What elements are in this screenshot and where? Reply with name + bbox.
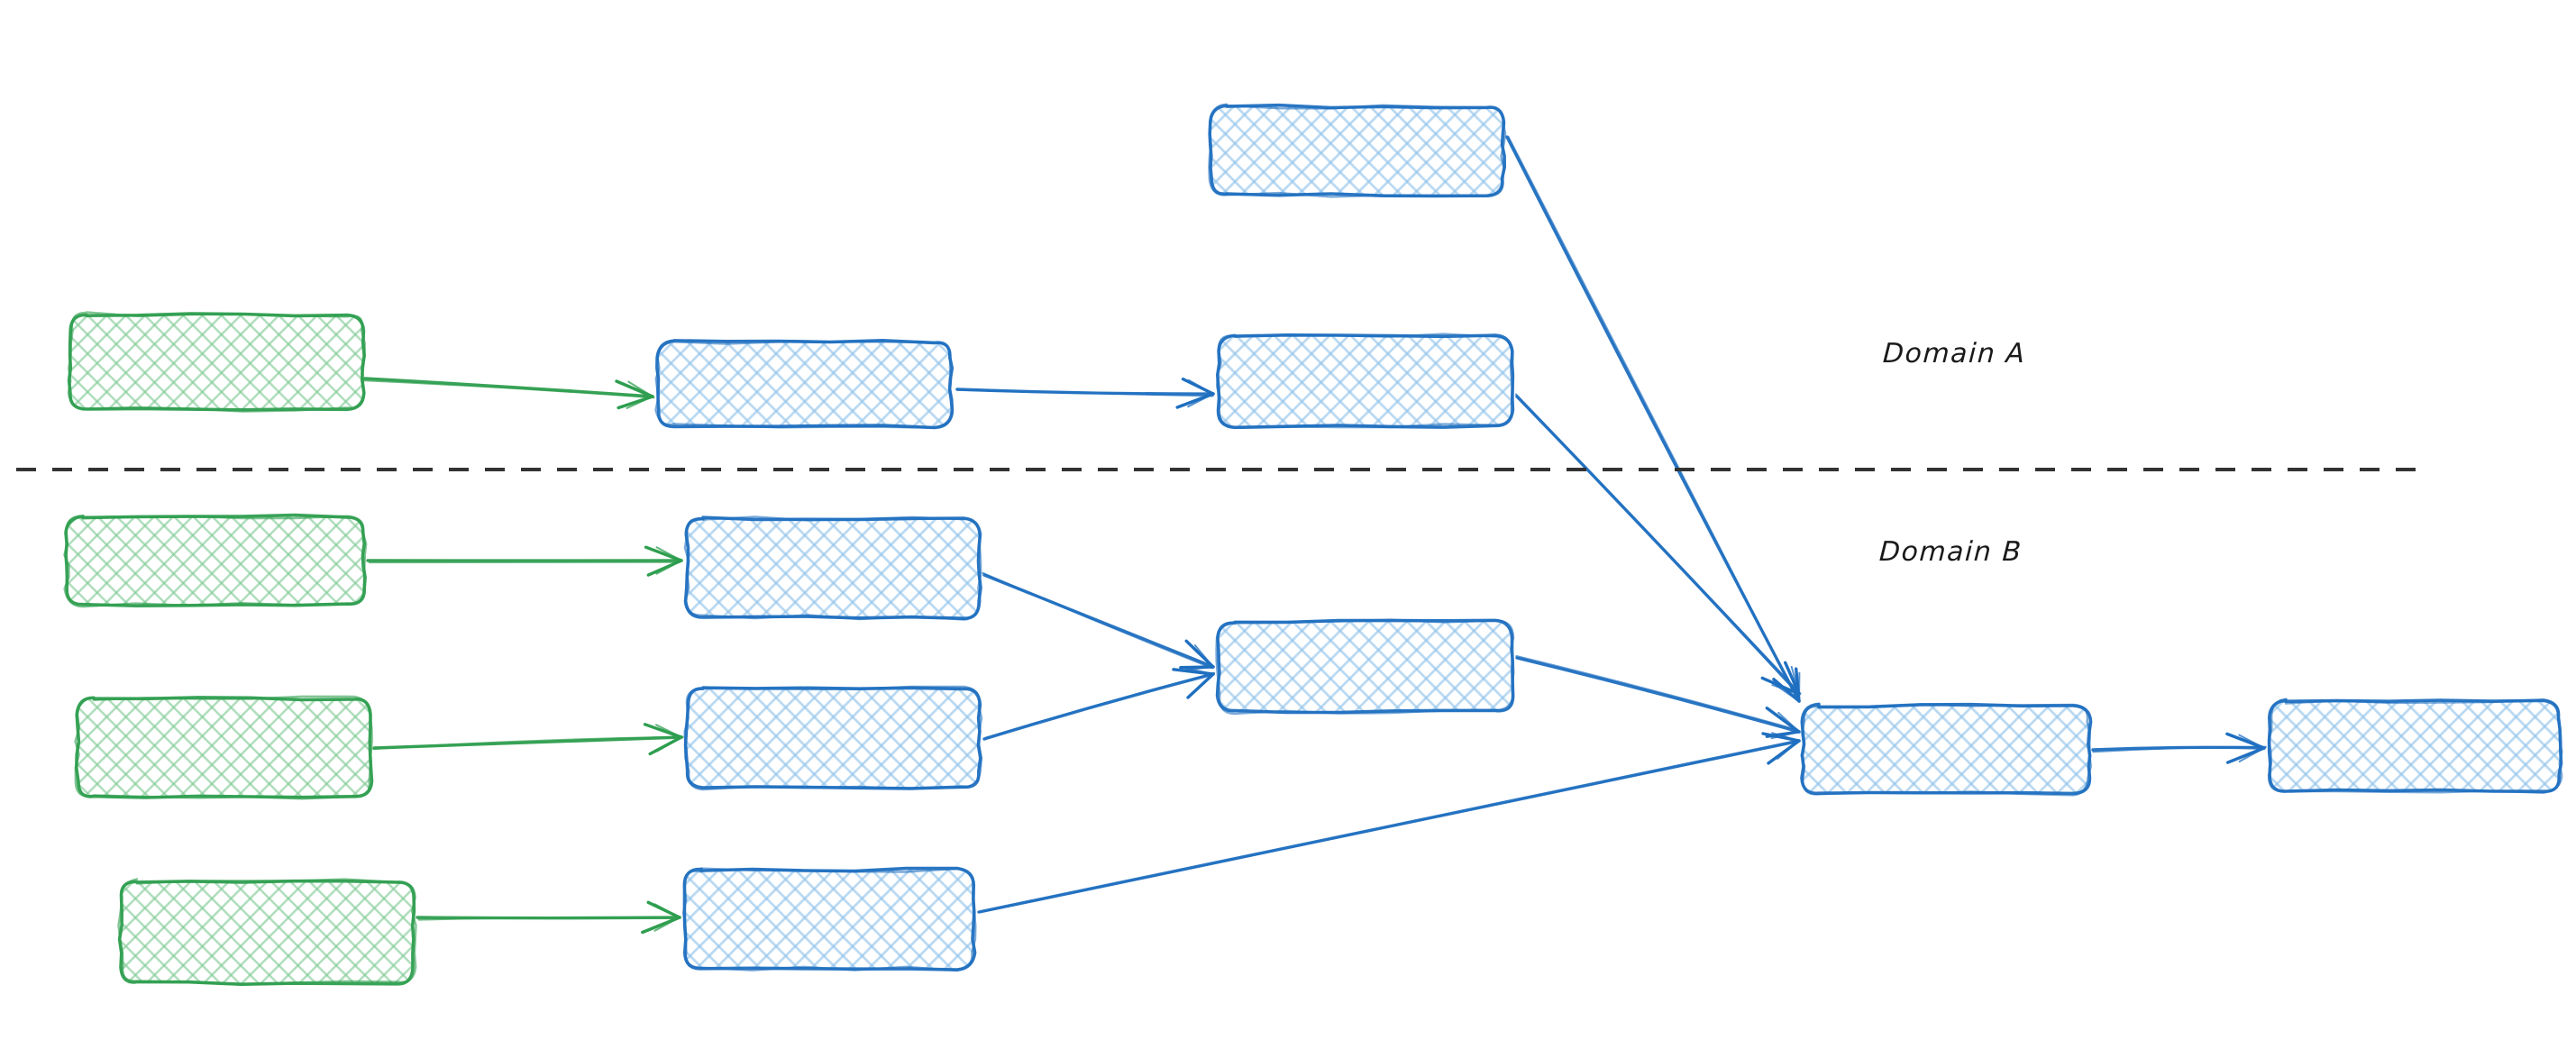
node-a-mid-blue[interactable] bbox=[654, 339, 955, 430]
domain-a-label: Domain A bbox=[1882, 338, 2027, 369]
edge-e12-b-sink-blue-to-b-final-blue[interactable] bbox=[2091, 732, 2267, 764]
node-b-proc-blue-3[interactable] bbox=[682, 866, 977, 972]
domain-b-label: Domain B bbox=[1878, 536, 2023, 568]
node-fill bbox=[687, 518, 980, 617]
node-fill bbox=[121, 881, 414, 983]
node-fill bbox=[67, 516, 364, 605]
edge-e4-a-right-blue-to-b-sink-blue[interactable] bbox=[1514, 393, 1802, 696]
node-b-merge-blue[interactable] bbox=[1215, 618, 1515, 716]
node-fill bbox=[687, 689, 980, 788]
node-fill bbox=[1210, 106, 1503, 195]
node-b-proc-blue-2[interactable] bbox=[683, 685, 983, 791]
node-b-sink-blue[interactable] bbox=[1800, 702, 2093, 797]
edge-e6-b-src-green-2-to-b-proc-blue-2[interactable] bbox=[372, 723, 684, 756]
node-fill bbox=[78, 698, 370, 798]
node-fill bbox=[1219, 622, 1512, 712]
node-b-proc-blue-1[interactable] bbox=[683, 515, 982, 621]
edge-e2-a-mid-blue-to-a-right-blue[interactable] bbox=[955, 377, 1215, 409]
node-b-src-green-2[interactable] bbox=[74, 695, 374, 800]
edge-e10-b-merge-blue-to-b-sink-blue[interactable] bbox=[1515, 655, 1801, 740]
edge-e5-b-src-green-1-to-b-proc-blue-1[interactable] bbox=[366, 545, 683, 577]
edge-e3-a-top-blue-to-b-sink-blue[interactable] bbox=[1505, 135, 1801, 703]
nodes-layer bbox=[63, 103, 2563, 986]
node-fill bbox=[70, 315, 363, 409]
edge-e9-b-proc-blue-2-to-b-merge-blue[interactable] bbox=[982, 667, 1216, 741]
node-fill bbox=[2270, 701, 2560, 791]
edge-e8-b-proc-blue-1-to-b-merge-blue[interactable] bbox=[982, 571, 1215, 671]
edge-e11-b-proc-blue-3-to-b-sink-blue[interactable] bbox=[977, 732, 1801, 914]
node-b-src-green-1[interactable] bbox=[63, 513, 368, 608]
edges-layer bbox=[363, 135, 2267, 935]
node-fill bbox=[1803, 706, 2089, 794]
node-fill bbox=[685, 870, 973, 969]
node-b-final-blue[interactable] bbox=[2267, 698, 2563, 795]
node-fill bbox=[1219, 335, 1512, 426]
node-a-top-blue[interactable] bbox=[1208, 103, 1507, 198]
node-b-src-green-3[interactable] bbox=[117, 878, 417, 986]
edge-e7-b-src-green-3-to-b-proc-blue-3[interactable] bbox=[416, 900, 681, 935]
edge-e1-a-src-green-to-a-mid-blue[interactable] bbox=[363, 377, 655, 410]
node-a-src-green[interactable] bbox=[67, 311, 366, 413]
node-fill bbox=[658, 342, 951, 426]
node-a-right-blue[interactable] bbox=[1216, 333, 1515, 430]
